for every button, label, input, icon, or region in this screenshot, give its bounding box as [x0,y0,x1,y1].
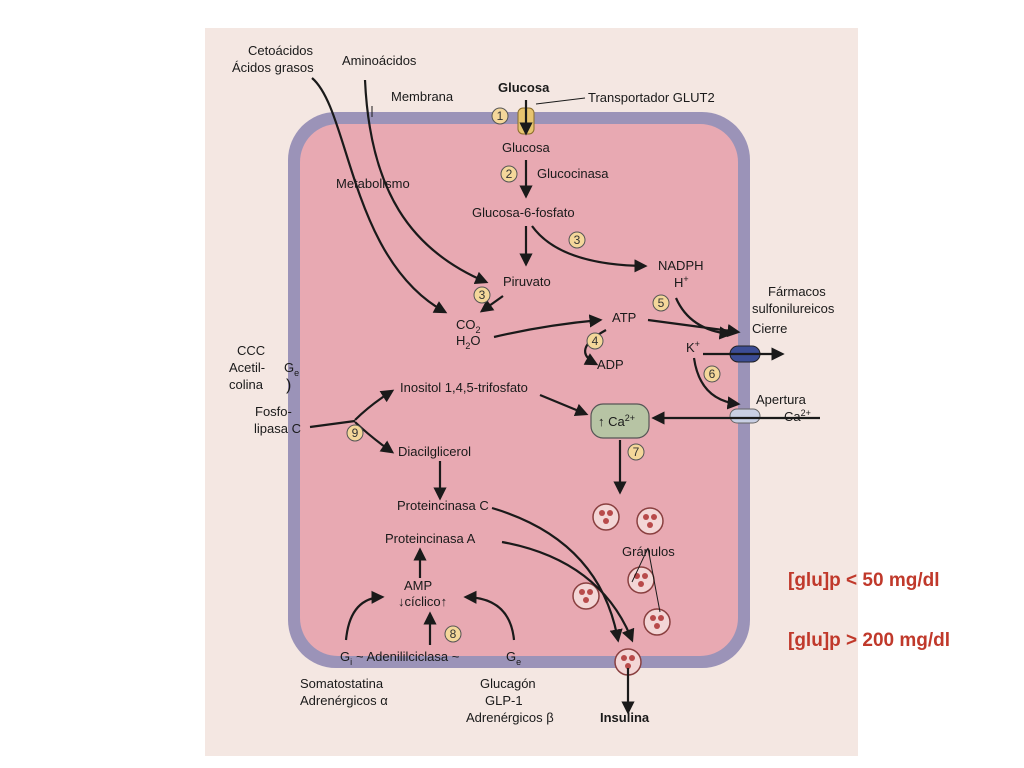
arrow-metabolismo-co2 [311,77,448,314]
step-8: 8 [444,625,462,643]
label-glp1: GLP-1 [485,693,523,708]
step-1: 1 [491,107,509,125]
label-membrana: Membrana [391,89,454,104]
svg-text:5: 5 [658,296,665,310]
svg-text:9: 9 [352,426,359,440]
label-piruvato: Piruvato [503,274,551,289]
arrow-piruvato-co2 [479,295,504,313]
label-apertura: Apertura [756,392,807,407]
svg-text:8: 8 [450,627,457,641]
label-fosfo: Fosfo- [255,404,292,419]
label-diacilglicerol: Diacilglicerol [398,444,471,459]
arrow-pka-insulin [501,540,635,643]
label-proteincinasa-c: Proteincinasa C [397,498,489,513]
label-glucosa6f: Glucosa-6-fosfato [472,205,575,220]
label-lipasa-c: lipasa C [254,421,301,436]
cell-interior [300,124,738,656]
svg-text:2: 2 [506,167,513,181]
arrow-ge-amp [463,590,516,641]
step-3b: 3 [473,286,491,304]
label-somatostatina: Somatostatina [300,676,384,691]
label-glucocinasa: Glucocinasa [537,166,609,181]
label-h2o: H2O [456,333,481,351]
label-colina: colina [229,377,264,392]
step-6: 6 [703,365,721,383]
step-4: 4 [586,332,604,350]
arrow-k-apertura [692,357,741,410]
label-ciclico: ↓cíclico↑ [398,594,447,609]
arrow-atp-cierre [647,318,741,338]
label-insulina: Insulina [600,710,650,725]
arrow-metabolismo-piruvato [363,79,489,284]
arrow-gi-amp [344,590,385,641]
label-ge-bottom: Ge [506,649,521,667]
label-sulfonilureicos: sulfonilureicos [752,301,835,316]
arrow-atp-adp [583,329,607,366]
label-cierre: Cierre [752,321,787,336]
label-proteincinasa-a: Proteincinasa A [385,531,476,546]
ca-box [590,403,650,439]
receptor-tilde: ) [286,377,291,394]
label-cetoacidos: Cetoácidos [248,43,314,58]
label-adrenergicos-alfa: Adrenérgicos α [300,693,388,708]
svg-text:4: 4 [592,334,599,348]
annotation-high-glucose: [glu]p > 200 mg/dl [788,630,950,651]
label-k-plus: K+ [686,339,700,355]
label-metabolismo: Metabolismo [336,176,410,191]
arrow-plc-inositol [354,389,395,421]
label-ccc: CCC [237,343,265,358]
label-gi: Gi [340,649,352,667]
step-2: 2 [500,165,518,183]
label-h-plus: H+ [674,274,689,290]
arrow-inositol-ca [539,393,589,417]
arrow-g6p-nadph [531,225,648,273]
arrow-plc-dag [354,421,395,454]
step-7: 7 [627,443,645,461]
granules [572,503,671,676]
label-acidos-grasos: Ácidos grasos [232,60,314,75]
step-3a: 3 [568,231,586,249]
step-9: 9 [346,424,364,442]
step-5: 5 [652,294,670,312]
label-inositol: Inositol 1,4,5-trifosfato [400,380,528,395]
label-co2: CO2 [456,317,481,335]
label-ge-receptor: Ge [284,360,299,378]
svg-text:3: 3 [574,233,581,247]
label-acetil: Acetil- [229,360,265,375]
annotation-low-glucose: [glu]p < 50 mg/dl [788,570,939,591]
label-adrenergicos-beta: Adrenérgicos β [466,710,554,725]
svg-text:3: 3 [479,288,486,302]
label-farmacos: Fármacos [768,284,826,299]
label-transportador: Transportador GLUT2 [588,90,715,105]
label-amp: AMP [404,578,432,593]
label-nadph: NADPH [658,258,704,273]
arrow-co2-atp [493,314,603,339]
label-adp: ADP [597,357,624,372]
label-aminoacidos: Aminoácidos [342,53,417,68]
label-atp: ATP [612,310,636,325]
label-glucagon: Glucagón [480,676,536,691]
label-ca-ext: Ca2+ [784,408,811,424]
label-adenililciclasa: ~ Adenililciclasa ~ [356,649,460,664]
svg-text:6: 6 [709,367,716,381]
arrow-nadph-cierre [674,297,733,340]
step-markers: 1 2 3 3 4 5 6 7 8 9 [346,107,721,643]
arrow-pkc-insulin [491,506,623,643]
label-ca-int: ↑ Ca2+ [598,413,635,429]
svg-text:1: 1 [497,109,504,123]
label-granulos: Gránulos [622,544,675,559]
label-glucosa-ext: Glucosa [498,80,550,95]
ca-channel [729,408,761,424]
svg-text:7: 7 [633,445,640,459]
label-glucosa-int: Glucosa [502,140,550,155]
